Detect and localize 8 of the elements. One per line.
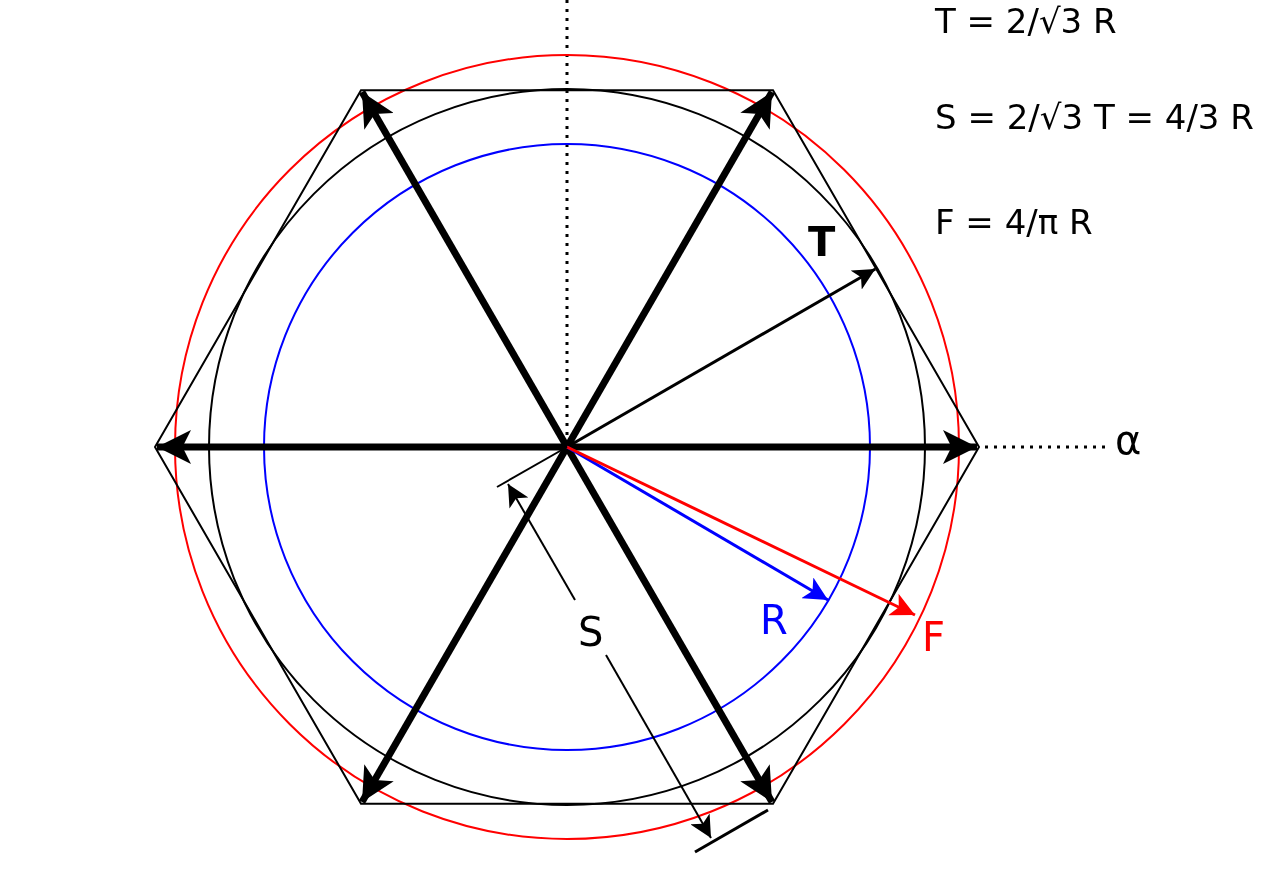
vector-label: T xyxy=(808,222,836,262)
formula-text: S = 2/√3 T = 4/3 R xyxy=(935,100,1254,134)
formula-text: T = 2/√3 R xyxy=(935,4,1117,38)
vector-label: R xyxy=(760,600,788,640)
dimension-label: S xyxy=(578,612,604,652)
formula-text: F = 4/π R xyxy=(935,205,1093,239)
axis-label: α xyxy=(1115,420,1142,460)
vector-label: F xyxy=(922,617,945,657)
